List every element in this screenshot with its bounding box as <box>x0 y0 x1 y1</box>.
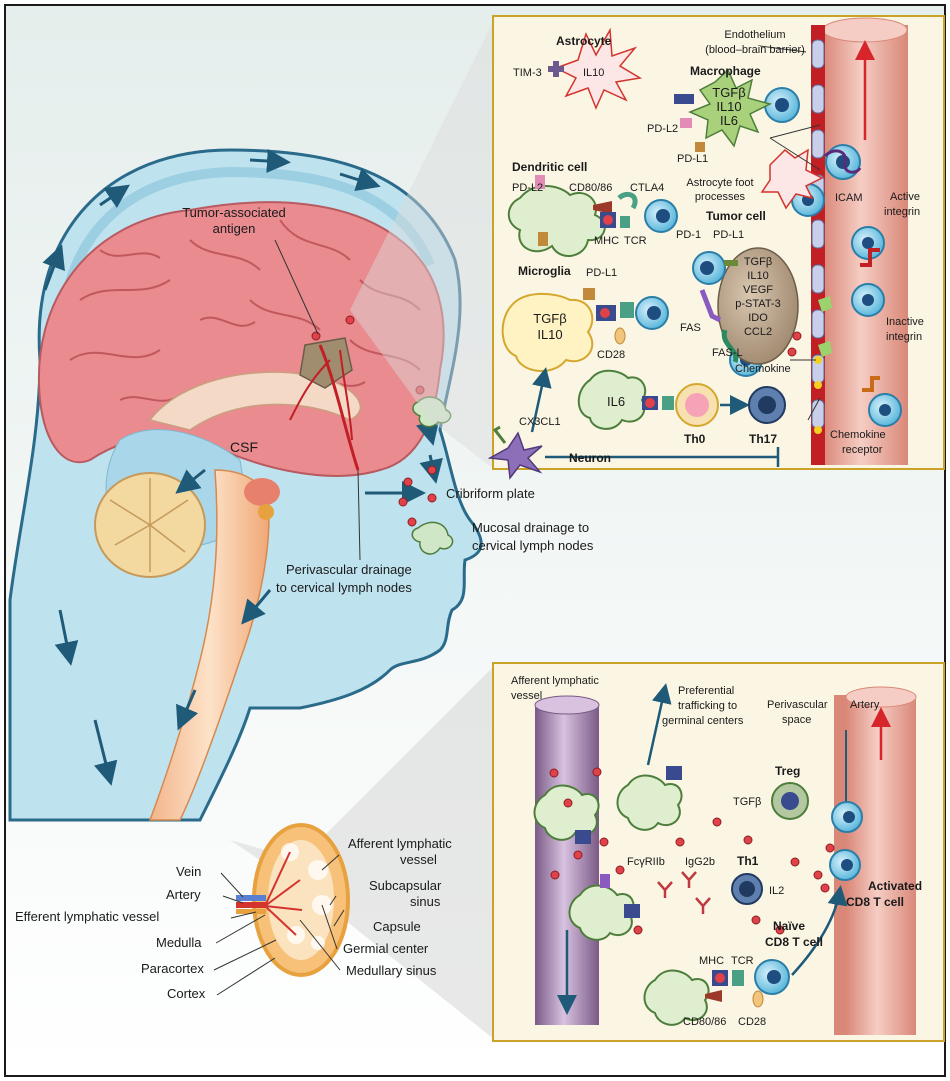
lymph-tcr-label: TCR <box>731 955 754 967</box>
microglia-label: Microglia <box>518 264 571 278</box>
perivascular-space-label-2: space <box>782 714 811 726</box>
astro-foot-label: Astrocyte foot <box>686 177 753 189</box>
fcgr-label: FcγRIIb <box>627 856 665 868</box>
subcapsular-label: Subcapsular <box>369 878 442 893</box>
pd1-label: PD-1 <box>676 229 701 241</box>
germinal-label: Germial center <box>343 941 429 956</box>
tim3-label: TIM-3 <box>513 67 542 79</box>
dendritic-label: Dendritic cell <box>512 160 587 174</box>
inactive-integrin-label: Inactive <box>886 316 924 328</box>
tumor-pdl1-label: PD-L1 <box>713 229 744 241</box>
lymph-cd80-86-label: CD80/86 <box>683 1016 726 1028</box>
cribriform-label: Cribriform plate <box>446 486 535 501</box>
tumor-il10-label: IL10 <box>747 270 768 282</box>
tumor-pstat3-label: p-STAT-3 <box>735 298 780 310</box>
fas-l-label: FAS-L <box>712 347 743 359</box>
tumor-cell-label: Tumor cell <box>706 209 766 223</box>
astrocyte-label: Astrocyte <box>556 34 612 48</box>
medullary-sinus-label: Medullary sinus <box>346 963 437 978</box>
afferent-vessel-label-2: vessel <box>511 690 542 702</box>
cd28-label: CD28 <box>597 349 625 361</box>
activated-cd8-label-2: CD8 T cell <box>846 895 904 909</box>
il2-label: IL2 <box>769 885 784 897</box>
ctla4-label: CTLA4 <box>630 182 664 194</box>
endothelium-label-2: (blood–brain barrier) <box>705 44 805 56</box>
medulla-label: Medulla <box>156 935 202 950</box>
paracortex-label: Paracortex <box>141 961 204 976</box>
macro-il6-label: IL6 <box>720 113 738 128</box>
preferential-label: Preferential <box>678 685 734 697</box>
active-integrin-label-2: integrin <box>884 206 920 218</box>
node-afferent-label-2: vessel <box>400 852 437 867</box>
chemokine-receptor-label: Chemokine <box>830 429 886 441</box>
il6-label: IL6 <box>607 394 625 409</box>
lymph-mhc-label: MHC <box>699 955 724 967</box>
macro-pdl2-label: PD-L2 <box>647 123 678 135</box>
naive-cd8-label-2: CD8 T cell <box>765 935 823 949</box>
igg2b-label: IgG2b <box>685 856 715 868</box>
naive-cd8-label: Naïve <box>773 919 805 933</box>
mucosal-label: Mucosal drainage to <box>472 520 589 535</box>
perivascular-space-label: Perivascular <box>767 699 828 711</box>
micro-pdl1-label: PD-L1 <box>586 267 617 279</box>
subcapsular-label-2: sinus <box>410 894 441 909</box>
lymph-artery-label: Artery <box>850 699 880 711</box>
cortex-label: Cortex <box>167 986 206 1001</box>
preferential-label-3: germinal centers <box>662 715 744 727</box>
micro-tgfb-label: TGFβ <box>533 311 566 326</box>
mhc-label: MHC <box>594 235 619 247</box>
astro-foot-label-2: processes <box>695 191 746 203</box>
icam-label: ICAM <box>835 192 863 204</box>
macro-il10-label: IL10 <box>716 99 741 114</box>
tumor-antigen-label: Tumor-associated <box>182 205 286 220</box>
cd80-86-label: CD80/86 <box>569 182 612 194</box>
tumor-ccl2-label: CCL2 <box>744 326 772 338</box>
active-integrin-label: Active <box>890 191 920 203</box>
tumor-vegf-label: VEGF <box>743 284 773 296</box>
macro-tgfb-label: TGFβ <box>712 85 745 100</box>
th0-label: Th0 <box>684 432 706 446</box>
tcr-label: TCR <box>624 235 647 247</box>
th1-label: Th1 <box>737 854 759 868</box>
inactive-integrin-label-2: integrin <box>886 331 922 343</box>
activated-cd8-label: Activated <box>868 879 922 893</box>
node-afferent-label: Afferent lymphatic <box>348 836 452 851</box>
treg-label: Treg <box>775 764 800 778</box>
endothelium-label: Endothelium <box>724 29 785 41</box>
vein-label: Vein <box>176 864 201 879</box>
tumor-antigen-label-2: antigen <box>213 221 256 236</box>
treg-tgfb-label: TGFβ <box>733 796 761 808</box>
lymph-cd28-label: CD28 <box>738 1016 766 1028</box>
macrophage-label: Macrophage <box>690 64 761 78</box>
chemokine-receptor-label-2: receptor <box>842 444 883 456</box>
fas-label: FAS <box>680 322 701 334</box>
dc-pdl2-label: PD-L2 <box>512 182 543 194</box>
tumor-ido-label: IDO <box>748 312 768 324</box>
perivascular-label-2: to cervical lymph nodes <box>276 580 412 595</box>
neuron-label: Neuron <box>569 451 611 465</box>
astro-il10-label: IL10 <box>583 67 604 79</box>
preferential-label-2: trafficking to <box>678 700 737 712</box>
tumor-tgfb-label: TGFβ <box>744 256 772 268</box>
chemokine-label: Chemokine <box>735 363 791 375</box>
efferent-label: Efferent lymphatic vessel <box>15 909 159 924</box>
th17-label: Th17 <box>749 432 777 446</box>
csf-label: CSF <box>230 439 258 455</box>
macro-pdl1-label: PD-L1 <box>677 153 708 165</box>
perivascular-label: Perivascular drainage <box>286 562 412 577</box>
cx3cl1-label: CX3CL1 <box>519 416 561 428</box>
micro-il10-label: IL10 <box>537 327 562 342</box>
node-artery-label: Artery <box>166 887 201 902</box>
capsule-label: Capsule <box>373 919 421 934</box>
mucosal-label-2: cervical lymph nodes <box>472 538 594 553</box>
afferent-vessel-label: Afferent lymphatic <box>511 675 599 687</box>
